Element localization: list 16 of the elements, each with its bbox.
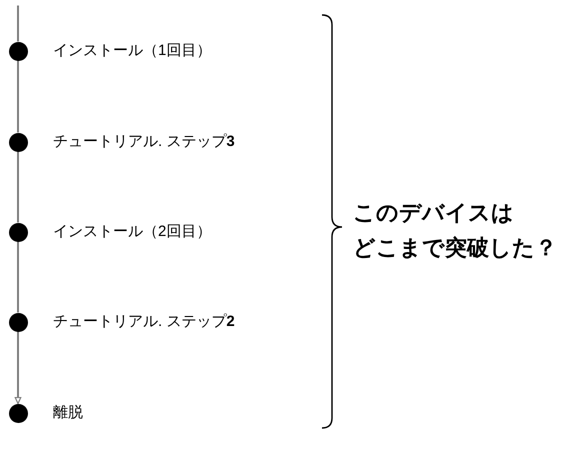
timeline-line	[17, 152, 19, 222]
step-label: インストール（2回目）	[53, 223, 212, 241]
step-label: チュートリアル. ステップ3	[53, 133, 235, 151]
step-label: 離脱	[53, 404, 83, 422]
question-text: このデバイスはどこまで突破した？	[353, 199, 558, 262]
timeline-line	[17, 6, 19, 42]
timeline-dot	[8, 312, 28, 332]
timeline-dot	[8, 222, 28, 242]
arrow	[14, 332, 22, 404]
timeline-dot	[8, 132, 28, 152]
timeline-dot	[8, 404, 28, 422]
timeline-line	[17, 242, 19, 312]
timeline-line	[17, 60, 19, 132]
step-label: チュートリアル. ステップ2	[53, 313, 235, 331]
timeline-dot	[8, 42, 28, 60]
step-label: インストール（1回目）	[53, 42, 212, 60]
